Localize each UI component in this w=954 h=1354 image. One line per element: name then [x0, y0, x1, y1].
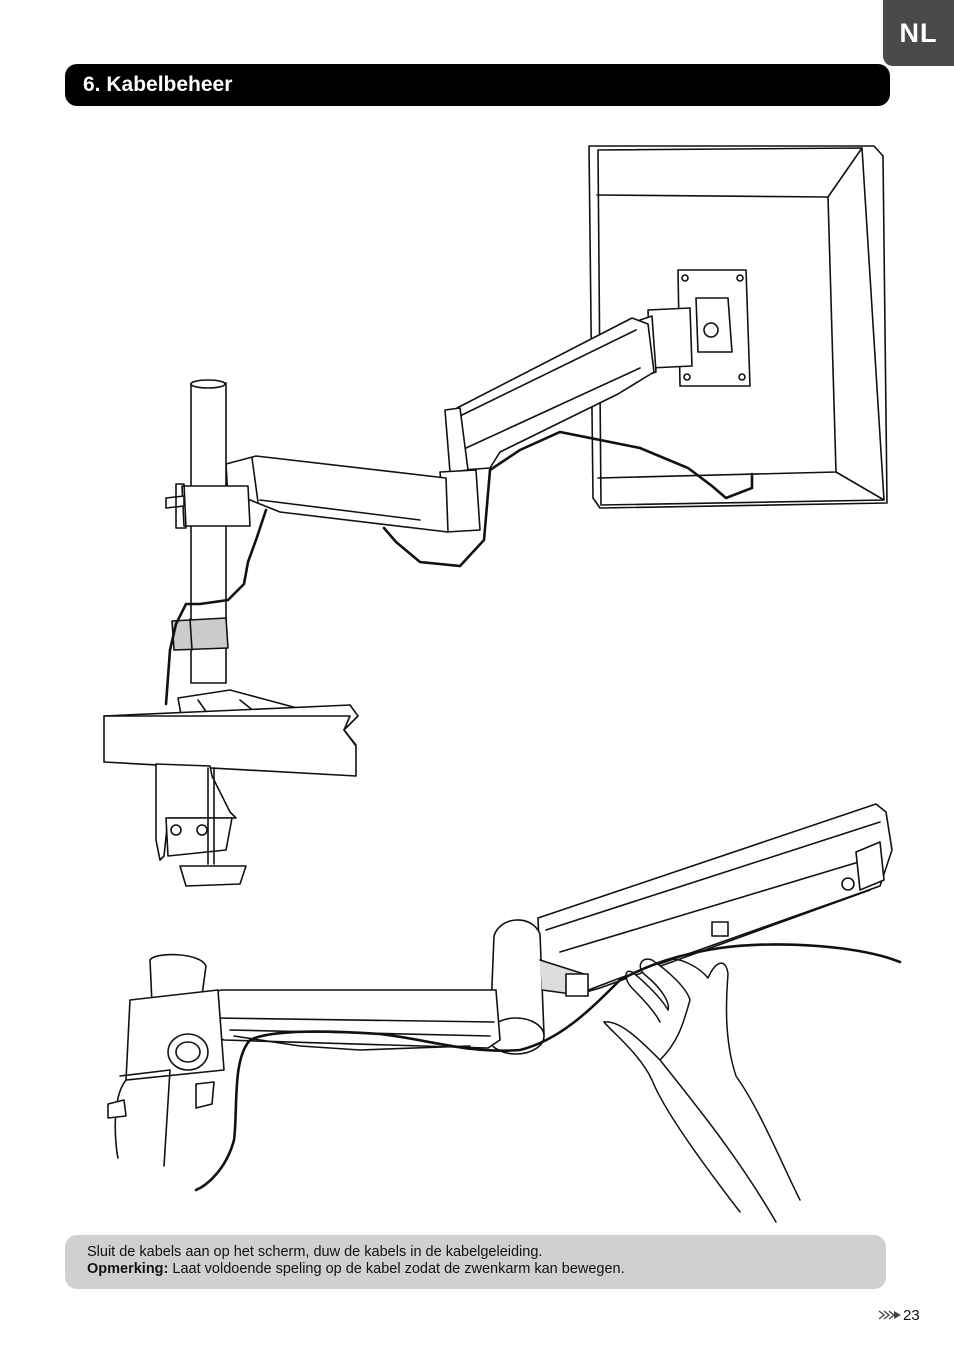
page-arrows-icon — [878, 1310, 901, 1320]
page-number: 23 — [878, 1304, 920, 1326]
section-title: 6. Kabelbeheer — [83, 73, 233, 96]
page-number-text: 23 — [903, 1306, 920, 1324]
section-header: 6. Kabelbeheer — [65, 64, 890, 106]
note-line-2: Opmerking: Laat voldoende speling op de … — [87, 1261, 864, 1278]
note-text: Laat voldoende speling op de kabel zodat… — [168, 1261, 625, 1277]
note-line-1: Sluit de kabels aan op het scherm, duw d… — [87, 1244, 543, 1260]
instruction-note: Sluit de kabels aan op het scherm, duw d… — [65, 1235, 886, 1289]
language-tab: NL — [883, 0, 954, 66]
note-label: Opmerking: — [87, 1261, 169, 1277]
